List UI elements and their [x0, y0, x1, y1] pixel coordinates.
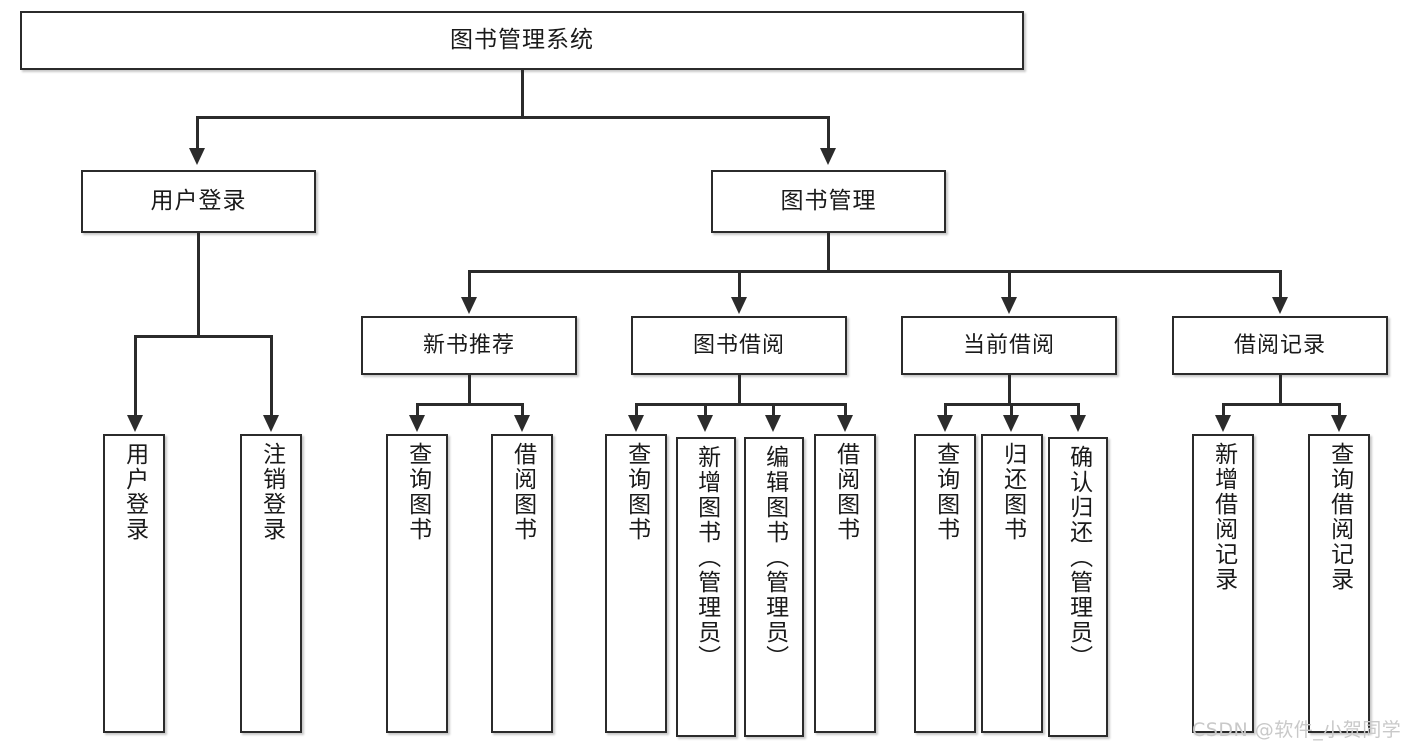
edge-bb-to-leaf-1: [635, 403, 638, 417]
node-leaf-query-book-1-label: 查询图书: [404, 442, 431, 542]
node-leaf-add-book-label: 新增图书（管理员）: [693, 445, 720, 670]
node-leaf-user-login-label: 用户登录: [121, 442, 148, 542]
node-leaf-return-book[interactable]: 归还图书: [981, 434, 1043, 733]
arrowhead-leaf-borrow-book-2: [837, 415, 853, 432]
edge-root-stem: [521, 70, 524, 118]
node-root-label: 图书管理系统: [450, 26, 594, 53]
node-root[interactable]: 图书管理系统: [20, 11, 1024, 70]
node-leaf-borrow-book-1[interactable]: 借阅图书: [491, 434, 553, 733]
edge-user-login-to-leaf-1: [134, 335, 137, 417]
edge-bb-to-leaf-4: [844, 403, 847, 417]
node-book-manage[interactable]: 图书管理: [711, 170, 946, 233]
edge-br-bus: [1222, 403, 1341, 406]
node-leaf-query-book-3-label: 查询图书: [932, 442, 959, 542]
edge-bm-to-borrow-record: [1279, 270, 1282, 299]
node-leaf-query-book-1[interactable]: 查询图书: [386, 434, 448, 733]
arrowhead-leaf-query-book-1: [409, 415, 425, 432]
node-leaf-add-record[interactable]: 新增借阅记录: [1192, 434, 1254, 733]
node-current-borrow-label: 当前借阅: [962, 332, 1055, 358]
edge-nbr-to-leaf-2: [521, 403, 524, 417]
edge-user-login-bus: [134, 335, 273, 338]
edge-bm-to-new-book: [468, 270, 471, 299]
edge-nbr-stem: [468, 375, 471, 405]
node-current-borrow[interactable]: 当前借阅: [901, 316, 1117, 375]
edge-root-to-user-login: [196, 116, 199, 150]
node-leaf-confirm-return[interactable]: 确认归还（管理员）: [1048, 437, 1108, 737]
edge-br-to-leaf-2: [1338, 403, 1341, 417]
node-new-book-recommend[interactable]: 新书推荐: [361, 316, 577, 375]
arrowhead-leaf-add-record: [1215, 415, 1231, 432]
node-book-borrow-label: 图书借阅: [692, 332, 785, 358]
node-user-login-label: 用户登录: [150, 187, 247, 214]
edge-bm-to-book-borrow: [738, 270, 741, 299]
arrowhead-leaf-edit-book: [765, 415, 781, 432]
edge-user-login-stem: [197, 233, 200, 337]
csdn-watermark: CSDN @软件_小贺同学: [1192, 719, 1402, 741]
node-leaf-query-book-2[interactable]: 查询图书: [605, 434, 667, 733]
edge-root-bus: [196, 116, 830, 119]
edge-book-manage-bus: [468, 270, 1282, 273]
edge-bm-to-current-borrow: [1008, 270, 1011, 299]
edge-cb-to-leaf-2: [1010, 403, 1013, 417]
node-leaf-logout-label: 注销登录: [258, 442, 285, 542]
node-leaf-query-record[interactable]: 查询借阅记录: [1308, 434, 1370, 733]
arrowhead-leaf-borrow-book-1: [514, 415, 530, 432]
arrowhead-leaf-query-book-2: [628, 415, 644, 432]
arrowhead-current-borrow: [1001, 297, 1017, 314]
arrowhead-borrow-record: [1272, 297, 1288, 314]
arrowhead-leaf-add-book: [697, 415, 713, 432]
node-new-book-recommend-label: 新书推荐: [422, 332, 515, 358]
edge-user-login-to-leaf-2: [270, 335, 273, 417]
arrowhead-leaf-confirm-return: [1070, 415, 1086, 432]
edge-cb-stem: [1008, 375, 1011, 405]
arrowhead-book-borrow: [731, 297, 747, 314]
node-leaf-query-book-2-label: 查询图书: [623, 442, 650, 542]
node-leaf-return-book-label: 归还图书: [999, 442, 1026, 542]
node-leaf-borrow-book-1-label: 借阅图书: [509, 442, 536, 542]
edge-br-to-leaf-1: [1222, 403, 1225, 417]
node-leaf-confirm-return-label: 确认归还（管理员）: [1065, 445, 1092, 670]
node-leaf-edit-book-label: 编辑图书（管理员）: [761, 445, 788, 670]
edge-bb-stem: [738, 375, 741, 405]
edge-bb-to-leaf-3: [772, 403, 775, 417]
arrowhead-new-book-recommend: [461, 297, 477, 314]
arrowhead-leaf-user-login: [127, 415, 143, 432]
node-leaf-borrow-book-2[interactable]: 借阅图书: [814, 434, 876, 733]
node-book-manage-label: 图书管理: [780, 187, 877, 214]
arrowhead-user-login: [189, 148, 205, 165]
edge-nbr-bus: [416, 403, 524, 406]
node-leaf-query-record-label: 查询借阅记录: [1326, 442, 1353, 592]
arrowhead-book-manage: [820, 148, 836, 165]
node-leaf-edit-book[interactable]: 编辑图书（管理员）: [744, 437, 804, 737]
node-leaf-add-record-label: 新增借阅记录: [1210, 442, 1237, 592]
edge-book-manage-stem: [827, 233, 830, 272]
node-user-login[interactable]: 用户登录: [81, 170, 316, 233]
edge-cb-to-leaf-3: [1077, 403, 1080, 417]
edge-bb-to-leaf-2: [704, 403, 707, 417]
edge-nbr-to-leaf-1: [416, 403, 419, 417]
node-borrow-record[interactable]: 借阅记录: [1172, 316, 1388, 375]
arrowhead-leaf-return-book: [1003, 415, 1019, 432]
edge-cb-to-leaf-1: [944, 403, 947, 417]
edge-br-stem: [1279, 375, 1282, 405]
edge-root-to-book-manage: [827, 116, 830, 150]
node-book-borrow[interactable]: 图书借阅: [631, 316, 847, 375]
node-leaf-query-book-3[interactable]: 查询图书: [914, 434, 976, 733]
node-leaf-add-book[interactable]: 新增图书（管理员）: [676, 437, 736, 737]
arrowhead-leaf-logout: [263, 415, 279, 432]
edge-bb-bus: [635, 403, 847, 406]
node-leaf-logout[interactable]: 注销登录: [240, 434, 302, 733]
node-leaf-borrow-book-2-label: 借阅图书: [832, 442, 859, 542]
node-leaf-user-login[interactable]: 用户登录: [103, 434, 165, 733]
arrowhead-leaf-query-record: [1331, 415, 1347, 432]
arrowhead-leaf-query-book-3: [937, 415, 953, 432]
node-borrow-record-label: 借阅记录: [1233, 332, 1326, 358]
